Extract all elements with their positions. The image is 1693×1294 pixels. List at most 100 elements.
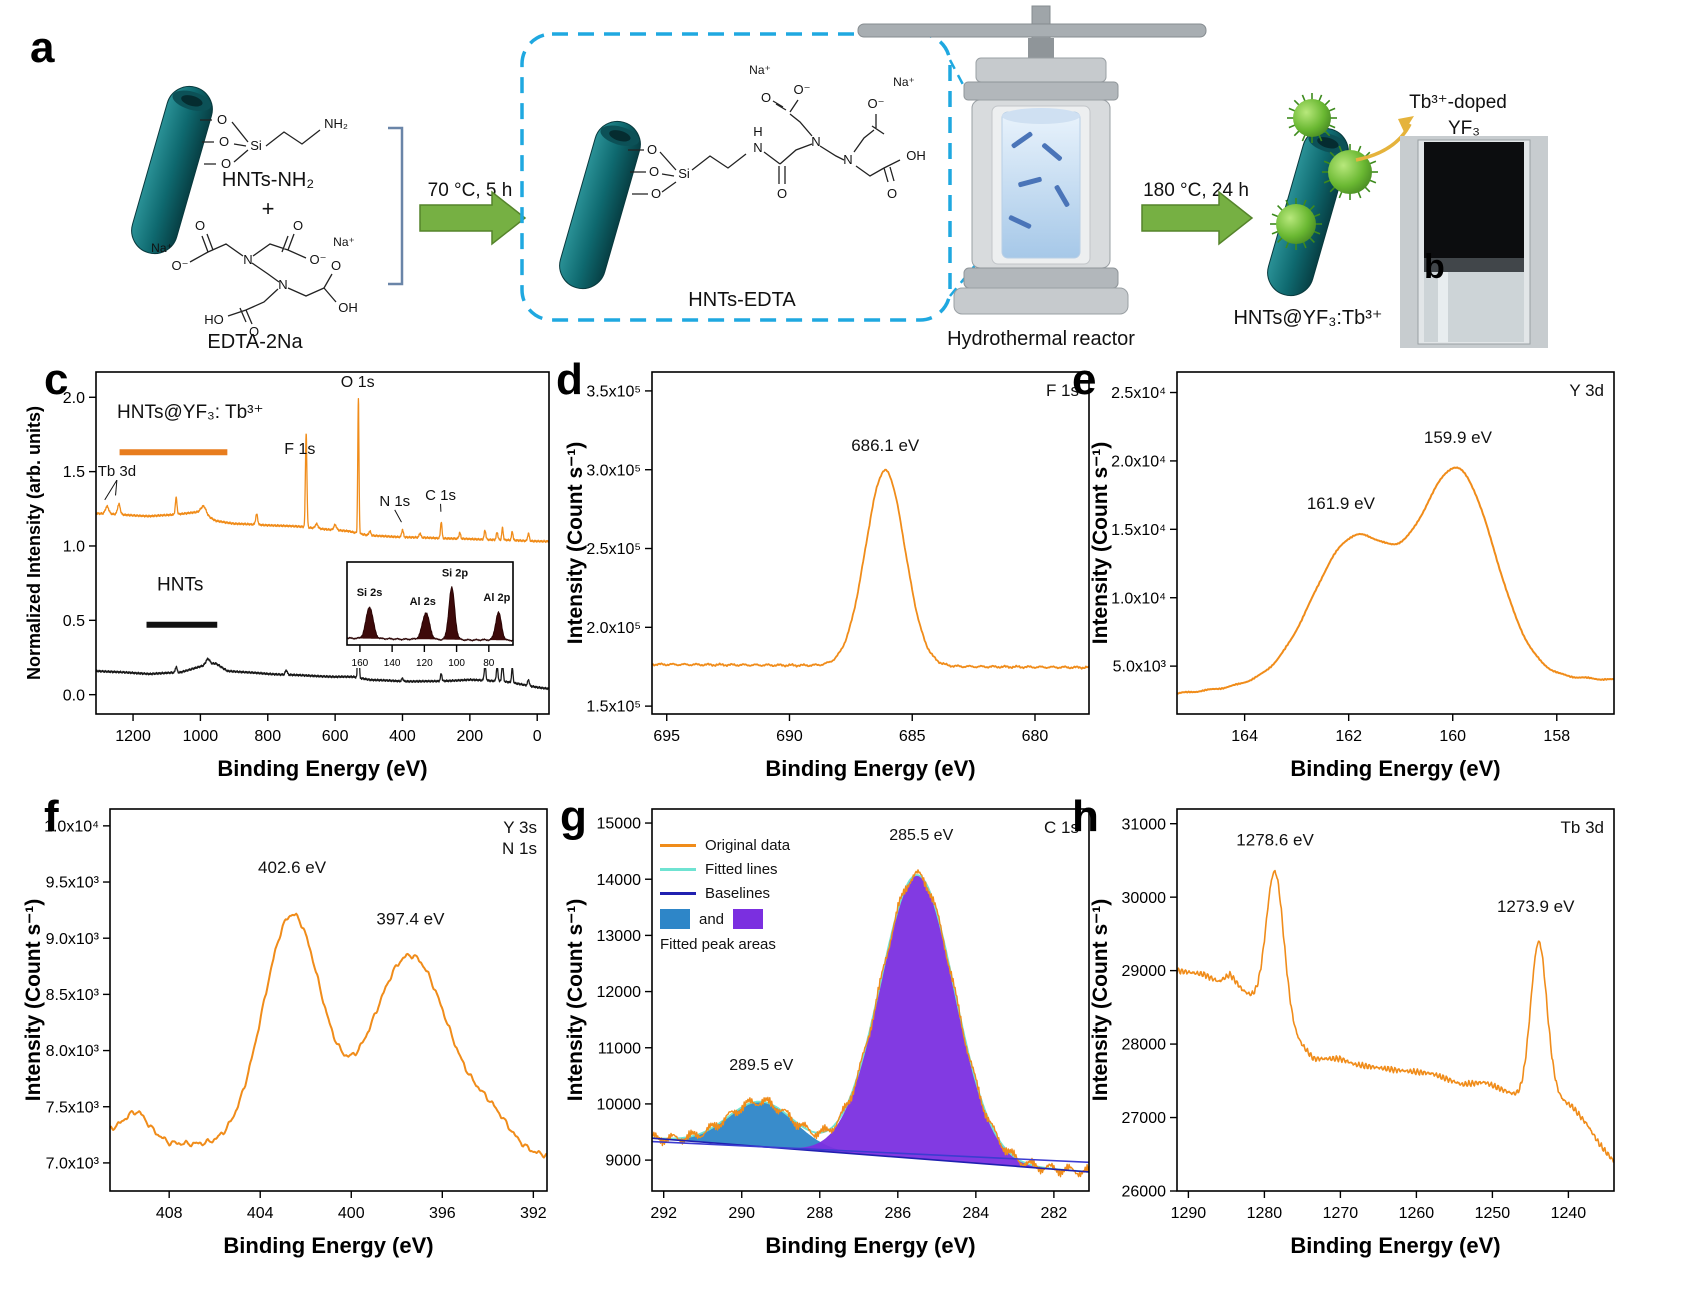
svg-text:1.5x10⁵: 1.5x10⁵ <box>586 699 641 716</box>
legend-baselines-swatch <box>660 892 696 895</box>
atom-label: O <box>649 164 659 179</box>
svg-text:12000: 12000 <box>597 984 642 1001</box>
hnts-nh2-structure: O O O Si NH₂ HNTs-NH₂ + <box>125 80 348 260</box>
svg-text:31000: 31000 <box>1122 816 1167 833</box>
reaction-condition-2: 180 °C, 24 h <box>1143 180 1249 201</box>
svg-text:2.5x10⁴: 2.5x10⁴ <box>1111 385 1166 402</box>
atom-label: O <box>777 186 787 201</box>
svg-text:288: 288 <box>806 1205 833 1222</box>
svg-text:Y 3d: Y 3d <box>1569 381 1604 400</box>
nanotube-rods <box>1008 131 1070 229</box>
atom-label: O <box>249 324 259 339</box>
svg-text:160: 160 <box>352 658 369 668</box>
atom-label: Na⁺ <box>749 63 771 77</box>
atom-label: Na⁺ <box>151 241 173 255</box>
reaction-condition-1: 70 °C, 5 h <box>428 180 513 201</box>
svg-text:15000: 15000 <box>597 816 642 833</box>
atom-label: O <box>293 218 303 233</box>
atom-label: O <box>331 258 341 273</box>
svg-text:29000: 29000 <box>1122 963 1167 980</box>
svg-text:1200: 1200 <box>115 728 151 745</box>
atom-label: H <box>753 124 762 139</box>
atom-label: O <box>221 156 231 171</box>
svg-text:600: 600 <box>322 728 349 745</box>
svg-text:1.0x10⁴: 1.0x10⁴ <box>1111 590 1166 607</box>
panel-letter-g: g <box>560 792 587 841</box>
cuvette-photo <box>1400 136 1548 348</box>
atom-label: O⁻ <box>794 82 811 97</box>
atom-label: O <box>647 142 657 157</box>
yf3-nanoparticles <box>1270 93 1378 250</box>
svg-text:Binding Energy (eV): Binding Energy (eV) <box>1290 756 1500 781</box>
svg-text:1.5x10⁴: 1.5x10⁴ <box>1111 522 1166 539</box>
svg-text:1.0: 1.0 <box>63 539 85 556</box>
svg-text:2.5x10⁵: 2.5x10⁵ <box>586 541 641 558</box>
svg-text:N 1s: N 1s <box>379 493 410 510</box>
pointer-arrow <box>1355 123 1412 162</box>
svg-text:286: 286 <box>884 1205 911 1222</box>
svg-text:O 1s: O 1s <box>341 374 375 391</box>
svg-text:C 1s: C 1s <box>425 487 456 504</box>
atom-label: O <box>761 90 771 105</box>
doped-label-line1: Tb³⁺-doped <box>1409 92 1507 113</box>
svg-text:404: 404 <box>247 1205 274 1222</box>
svg-text:400: 400 <box>338 1205 365 1222</box>
svg-text:0: 0 <box>533 728 542 745</box>
svg-text:685: 685 <box>899 728 926 745</box>
legend-original-label: Original data <box>705 837 791 854</box>
panel-letter-a: a <box>30 23 55 72</box>
reactor-caption: Hydrothermal reactor <box>947 328 1135 350</box>
svg-text:800: 800 <box>254 728 281 745</box>
svg-text:400: 400 <box>389 728 416 745</box>
svg-text:161.9 eV: 161.9 eV <box>1307 494 1376 513</box>
product-caption: HNTs@YF₃:Tb³⁺ <box>1233 307 1382 329</box>
product-structure: Tb³⁺-doped YF₃ HNTs@YF₃:Tb³⁺ <box>1233 92 1506 329</box>
panel-letter-d: d <box>556 355 583 404</box>
legend-fitted-swatch <box>660 868 696 871</box>
svg-text:9000: 9000 <box>605 1153 641 1170</box>
svg-text:1250: 1250 <box>1475 1205 1511 1222</box>
pointer-arrowhead <box>1398 116 1414 132</box>
panel-letter-e: e <box>1072 355 1097 404</box>
svg-text:285.5 eV: 285.5 eV <box>889 827 953 844</box>
atom-label: Na⁺ <box>893 75 915 89</box>
legend-baselines-label: Baselines <box>705 885 771 902</box>
svg-text:8.0x10³: 8.0x10³ <box>46 1043 100 1060</box>
svg-text:158: 158 <box>1543 728 1570 745</box>
svg-text:27000: 27000 <box>1122 1110 1167 1127</box>
atom-label: Si <box>250 138 262 153</box>
svg-text:10000: 10000 <box>597 1097 642 1114</box>
atom-label: N <box>278 277 287 292</box>
svg-text:686.1 eV: 686.1 eV <box>851 436 920 455</box>
svg-text:F 1s: F 1s <box>284 441 315 458</box>
svg-text:7.0x10³: 7.0x10³ <box>46 1156 100 1173</box>
svg-text:Intensity (Count s⁻¹): Intensity (Count s⁻¹) <box>564 899 587 1101</box>
svg-text:1270: 1270 <box>1323 1205 1359 1222</box>
svg-text:Al 2p: Al 2p <box>483 592 510 604</box>
plus-sign: + <box>262 196 275 221</box>
svg-text:1000: 1000 <box>183 728 219 745</box>
legend-area1-swatch <box>660 909 690 929</box>
svg-text:28000: 28000 <box>1122 1037 1167 1054</box>
svg-text:690: 690 <box>776 728 803 745</box>
atom-label: O <box>219 134 229 149</box>
reaction-arrow-1 <box>419 190 527 246</box>
panel-letter-c: c <box>44 355 69 404</box>
atom-label: O⁻ <box>310 252 327 267</box>
doped-label-line2: YF₃ <box>1448 118 1480 139</box>
svg-text:Binding Energy (eV): Binding Energy (eV) <box>1290 1233 1500 1258</box>
edta-structure: O O⁻ Na⁺ O O⁻ Na⁺ N N O OH O HO <box>151 218 358 339</box>
